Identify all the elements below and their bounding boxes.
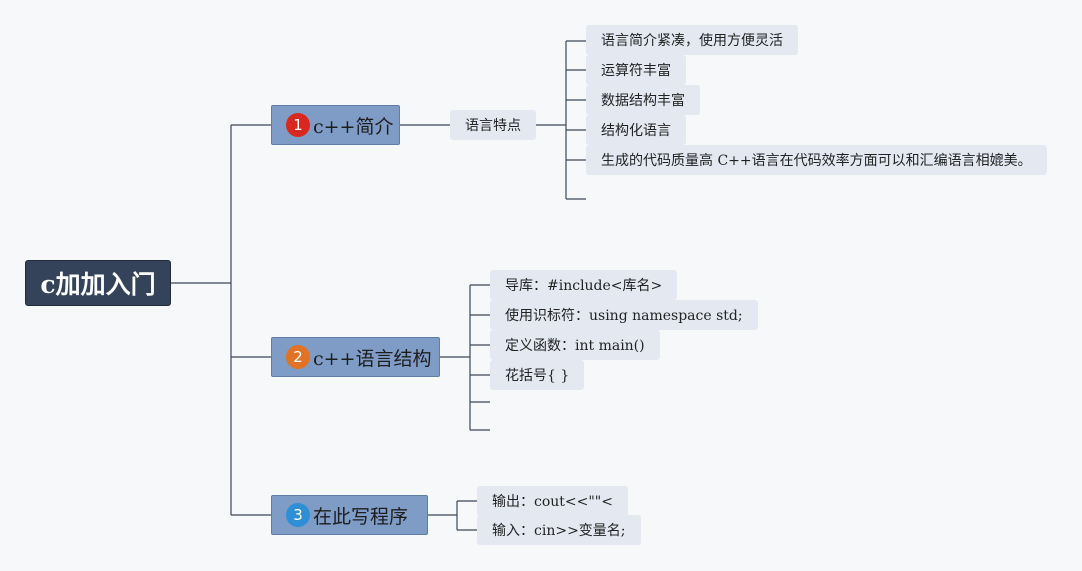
number-2-badge-icon: 2 <box>286 345 310 369</box>
number-1-badge-icon: 1 <box>286 113 310 137</box>
branch-topic-label: 在此写程序 <box>313 505 409 528</box>
branch-topic-label: c++语言结构 <box>313 347 432 370</box>
branch-topic-label: c++简介 <box>313 115 394 138</box>
leaf-label: 花括号{ } <box>505 368 570 384</box>
leaf-label: 语言简介紧凑，使用方便灵活 <box>601 33 783 49</box>
leaf-label: 输入：cin>>变量名; <box>492 523 626 539</box>
root-topic-label: c加加入门 <box>40 270 156 299</box>
branch-topic-structure[interactable]: 2 c++语言结构 <box>271 337 440 377</box>
leaf-topic[interactable]: 结构化语言 <box>586 115 686 145</box>
branch-topic-write-program[interactable]: 3 在此写程序 <box>271 495 428 535</box>
leaf-label: 生成的代码质量高 C++语言在代码效率方面可以和汇编语言相媲美。 <box>601 153 1032 169</box>
subtopic-label: 语言特点 <box>465 118 521 134</box>
leaf-label: 结构化语言 <box>601 123 671 139</box>
number-3-badge-icon: 3 <box>286 503 310 527</box>
leaf-topic[interactable]: 定义函数：int main() <box>490 330 660 360</box>
leaf-label: 输出：cout<<""< <box>492 494 613 510</box>
leaf-topic[interactable]: 输入：cin>>变量名; <box>477 515 641 545</box>
leaf-topic[interactable]: 语言简介紧凑，使用方便灵活 <box>586 25 798 55</box>
leaf-topic[interactable]: 使用识标符：using namespace std; <box>490 300 758 330</box>
subtopic-language-features[interactable]: 语言特点 <box>450 110 536 140</box>
leaf-topic[interactable]: 数据结构丰富 <box>586 85 700 115</box>
leaf-label: 导库：#include<库名> <box>505 278 663 294</box>
leaf-label: 定义函数：int main() <box>505 338 645 354</box>
leaf-topic[interactable]: 导库：#include<库名> <box>490 270 678 300</box>
root-topic[interactable]: c加加入门 <box>25 260 171 306</box>
leaf-label: 数据结构丰富 <box>601 93 685 109</box>
leaf-topic[interactable]: 花括号{ } <box>490 360 585 390</box>
leaf-label: 运算符丰富 <box>601 63 671 79</box>
leaf-topic[interactable]: 生成的代码质量高 C++语言在代码效率方面可以和汇编语言相媲美。 <box>586 145 1047 175</box>
branch-topic-intro[interactable]: 1 c++简介 <box>271 105 400 145</box>
leaf-label: 使用识标符：using namespace std; <box>505 308 743 324</box>
leaf-topic[interactable]: 运算符丰富 <box>586 55 686 85</box>
leaf-topic[interactable]: 输出：cout<<""< <box>477 486 628 516</box>
